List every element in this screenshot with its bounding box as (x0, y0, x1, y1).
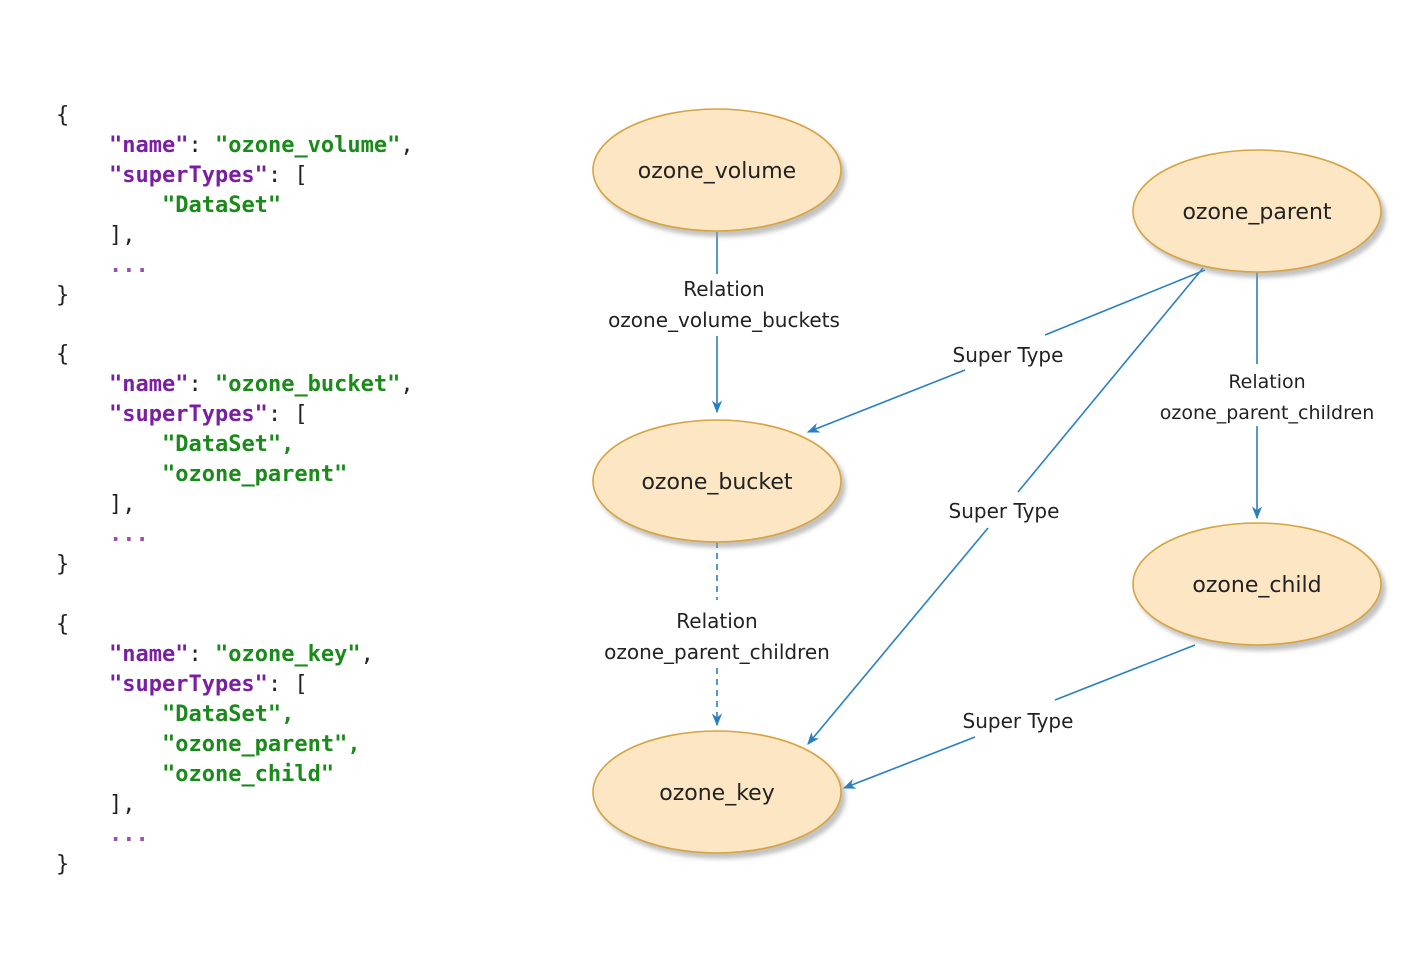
ellipsis: ... (108, 522, 149, 547)
node-ozone-bucket[interactable]: ozone_bucket (592, 419, 842, 543)
edge-child-key-supertype: Super Type (842, 644, 1196, 789)
node-ozone-key[interactable]: ozone_key (592, 730, 842, 854)
edge-parent-child-relation: Relation ozone_parent_children (1160, 272, 1374, 520)
supertypes-key: "superTypes" (108, 672, 268, 697)
ellipsis: ... (108, 253, 149, 278)
code-block-ozone-key: { "name": "ozone_key", "superTypes": [ "… (56, 612, 374, 877)
code-block-ozone-bucket: { "name": "ozone_bucket", "superTypes": … (56, 342, 414, 577)
edge-label-relation: Relation (683, 277, 764, 301)
edge-label-super-type: Super Type (949, 499, 1060, 523)
edge-bucket-key-relation: Relation ozone_parent_children (604, 542, 830, 727)
name-key: "name" (108, 133, 189, 158)
ellipsis: ... (108, 822, 149, 847)
node-label: ozone_bucket (641, 470, 792, 495)
edge-label-relation-name: ozone_parent_children (1160, 402, 1374, 424)
edge-label-super-type: Super Type (953, 343, 1064, 367)
edge-volume-bucket-relation: Relation ozone_volume_buckets (608, 232, 840, 414)
supertype-item: "ozone_child" (161, 762, 335, 787)
supertype-item: "ozone_parent" (161, 462, 348, 487)
name-key: "name" (108, 372, 189, 397)
edge-label-super-type: Super Type (963, 709, 1074, 733)
supertype-item: "DataSet", (161, 702, 295, 727)
edge-label-relation: Relation (676, 609, 757, 633)
edge-parent-bucket-supertype: Super Type (806, 269, 1206, 433)
supertype-item: "ozone_parent", (161, 732, 361, 757)
name-key: "name" (108, 642, 189, 667)
edge-label-relation-name: ozone_parent_children (604, 640, 830, 664)
supertype-item: "DataSet" (161, 193, 282, 218)
node-ozone-child[interactable]: ozone_child (1132, 522, 1382, 646)
supertypes-key: "superTypes" (108, 402, 268, 427)
node-label: ozone_child (1192, 573, 1321, 598)
edge-parent-key-supertype: Super Type (807, 267, 1204, 745)
close-brace: } (56, 283, 70, 308)
name-value: "ozone_bucket" (214, 372, 401, 397)
name-value: "ozone_key" (214, 642, 361, 667)
node-label: ozone_key (659, 781, 774, 806)
open-brace: { (56, 103, 70, 128)
code-block-ozone-volume: { "name": "ozone_volume", "superTypes": … (56, 103, 414, 308)
supertype-item: "DataSet", (161, 432, 295, 457)
node-ozone-volume[interactable]: ozone_volume (592, 108, 842, 232)
node-label: ozone_volume (638, 159, 796, 184)
edge-label-relation: Relation (1228, 371, 1305, 393)
edge-label-relation-name: ozone_volume_buckets (608, 308, 840, 332)
node-ozone-parent[interactable]: ozone_parent (1132, 149, 1382, 273)
supertypes-key: "superTypes" (108, 163, 268, 188)
name-value: "ozone_volume" (214, 133, 401, 158)
node-label: ozone_parent (1182, 200, 1331, 225)
